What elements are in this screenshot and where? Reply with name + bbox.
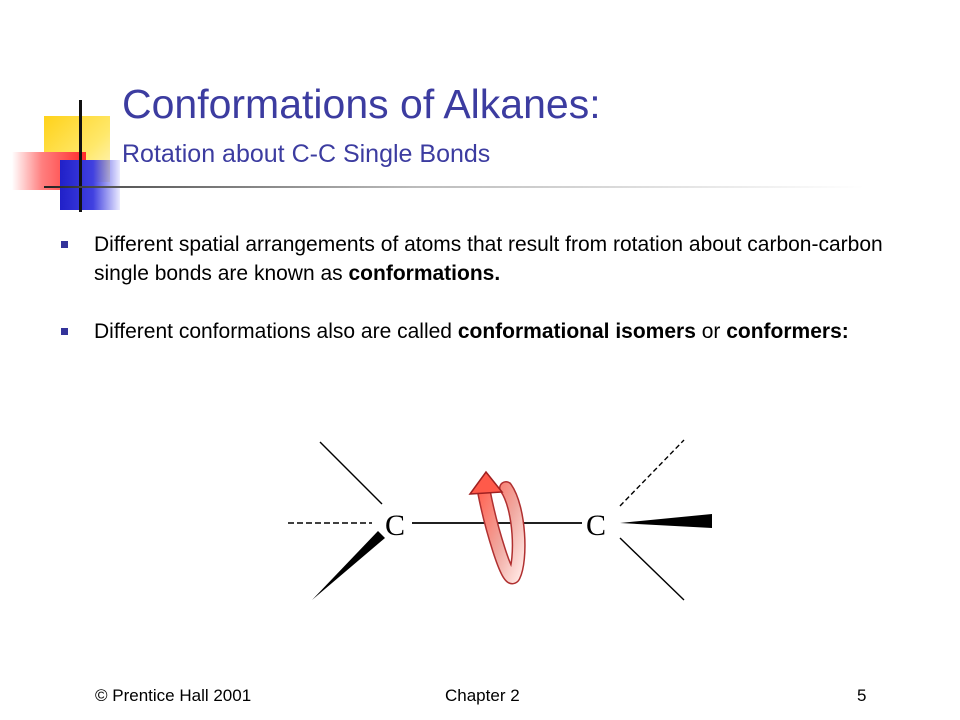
slide-subtitle: Rotation about C-C Single Bonds — [122, 140, 491, 168]
conformation-diagram: C C — [270, 428, 730, 608]
rotation-arrow-icon — [468, 470, 526, 585]
footer-chapter: Chapter 2 — [445, 686, 520, 705]
bullet-item-2: Different conformations also are called … — [60, 317, 900, 346]
left-wedge-bond — [312, 531, 385, 600]
right-wedge-bond — [620, 514, 712, 528]
atom-right-c: C — [586, 509, 606, 542]
footer-copyright: © Prentice Hall 2001 — [95, 686, 252, 705]
right-dashed-bond — [619, 439, 685, 507]
atom-left-c: C — [385, 509, 405, 542]
bullet-2-term-2: conformers: — [726, 320, 849, 343]
bullet-2-connector: or — [695, 320, 727, 343]
conformation-svg: C C — [288, 439, 712, 601]
slide-title: Conformations of Alkanes: — [122, 81, 601, 127]
bullet-1-term: conformations. — [348, 262, 501, 285]
bullet-item-1: Different spatial arrangements of atoms … — [60, 230, 900, 288]
decor-blue-square — [60, 160, 120, 210]
title-underline — [44, 186, 864, 188]
decor-vertical-line — [79, 100, 82, 212]
left-up-bond — [319, 441, 383, 505]
bullet-marker-icon — [61, 241, 68, 248]
bullet-2-term-1: conformational isomers — [457, 320, 696, 343]
footer-page-number: 5 — [857, 686, 867, 705]
bullet-2-text: Different conformations also are called — [94, 320, 458, 343]
bullet-list: Different spatial arrangements of atoms … — [60, 230, 900, 346]
bullet-1-text: Different spatial arrangements of atoms … — [94, 233, 883, 285]
bullet-marker-icon — [61, 328, 68, 335]
right-down-bond — [619, 537, 685, 601]
